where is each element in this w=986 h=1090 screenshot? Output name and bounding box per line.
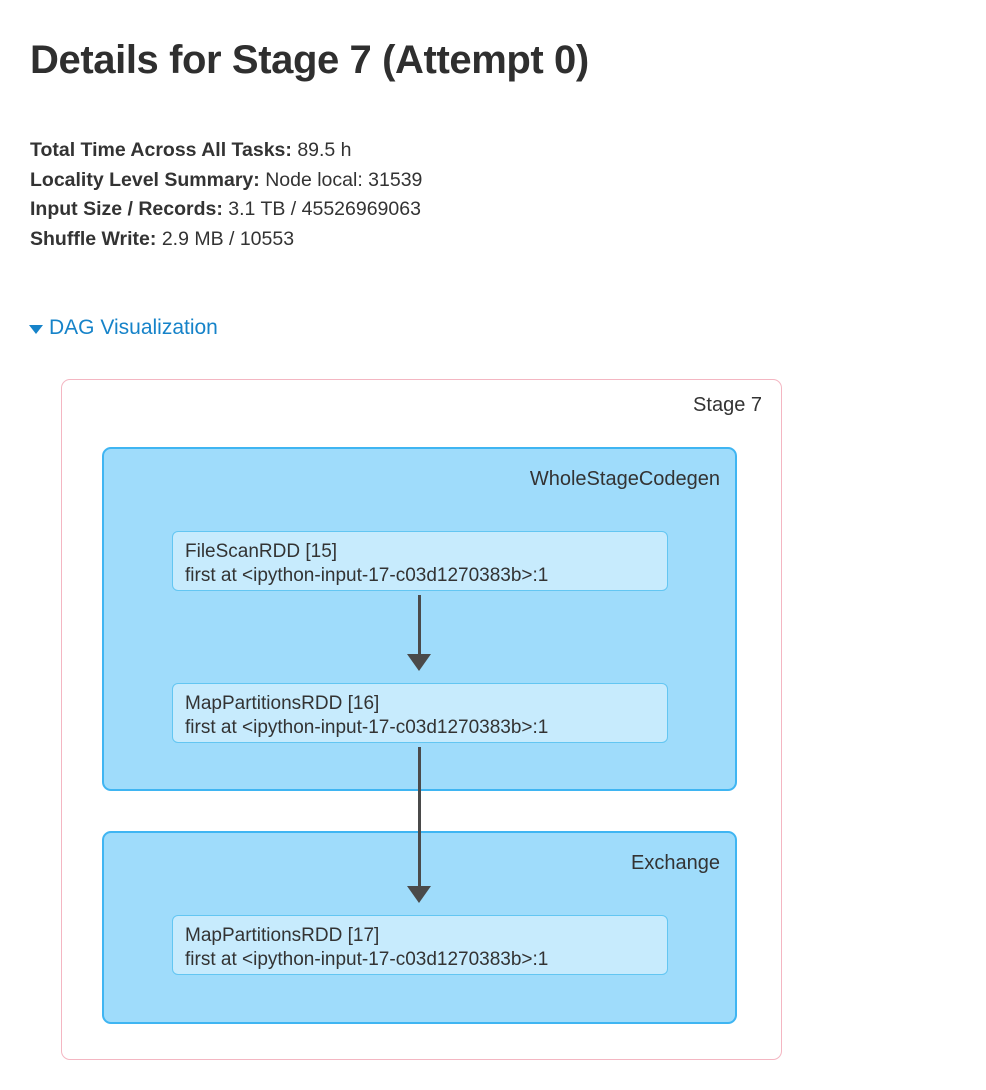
rdd-node-filescanrdd-15[interactable]: FileScanRDD [15] first at <ipython-input…	[172, 531, 668, 591]
edge-arrowhead-16-to-17	[407, 886, 431, 903]
rdd-node-title: MapPartitionsRDD [16]	[185, 693, 380, 714]
rdd-node-callsite: first at <ipython-input-17-c03d1270383b>…	[185, 564, 549, 586]
edge-line-15-to-16	[418, 595, 421, 657]
summary-row-input-size: Input Size / Records: 3.1 TB / 455269690…	[30, 195, 730, 225]
summary-value-input-size: 3.1 TB / 45526969063	[228, 198, 421, 220]
summary-label-total-time: Total Time Across All Tasks:	[30, 139, 292, 161]
stage-summary-list: Total Time Across All Tasks: 89.5 h Loca…	[30, 136, 730, 254]
summary-row-locality-level: Locality Level Summary: Node local: 3153…	[30, 166, 730, 196]
summary-row-total-time: Total Time Across All Tasks: 89.5 h	[30, 136, 730, 166]
summary-label-input-size: Input Size / Records:	[30, 198, 223, 220]
scope-exchange[interactable]: Exchange	[102, 831, 737, 1024]
stage-container: Stage 7	[61, 379, 782, 1060]
rdd-node-title: FileScanRDD [15]	[185, 541, 338, 562]
summary-value-shuffle-write: 2.9 MB / 10553	[161, 227, 295, 250]
rdd-node-callsite: first at <ipython-input-17-c03d1270383b>…	[185, 716, 549, 738]
rdd-node-mappartitionsrdd-17[interactable]: MapPartitionsRDD [17] first at <ipython-…	[172, 915, 668, 975]
summary-value-locality-level: Node local: 31539	[265, 168, 423, 191]
stage-container-label: Stage 7	[693, 394, 762, 416]
summary-row-shuffle-write: Shuffle Write: 2.9 MB / 10553	[30, 225, 730, 255]
edge-arrowhead-15-to-16	[407, 654, 431, 671]
dag-visualization-label[interactable]: DAG Visualization	[49, 316, 218, 339]
page-title: Details for Stage 7 (Attempt 0)	[30, 38, 589, 82]
rdd-node-title: MapPartitionsRDD [17]	[185, 925, 380, 946]
scope-label-exchange: Exchange	[631, 852, 720, 874]
caret-down-icon	[29, 325, 43, 334]
scope-wholestagecodegen[interactable]: WholeStageCodegen	[102, 447, 737, 791]
edge-line-16-to-17	[418, 747, 421, 889]
scope-label-wholestagecodegen: WholeStageCodegen	[529, 468, 720, 490]
summary-value-total-time: 89.5 h	[297, 139, 352, 161]
summary-label-locality-level: Locality Level Summary:	[30, 168, 260, 191]
rdd-node-callsite: first at <ipython-input-17-c03d1270383b>…	[185, 948, 549, 970]
summary-label-shuffle-write: Shuffle Write:	[30, 227, 157, 250]
rdd-node-mappartitionsrdd-16[interactable]: MapPartitionsRDD [16] first at <ipython-…	[172, 683, 668, 743]
dag-visualization-toggle[interactable]: DAG Visualization	[29, 316, 218, 340]
